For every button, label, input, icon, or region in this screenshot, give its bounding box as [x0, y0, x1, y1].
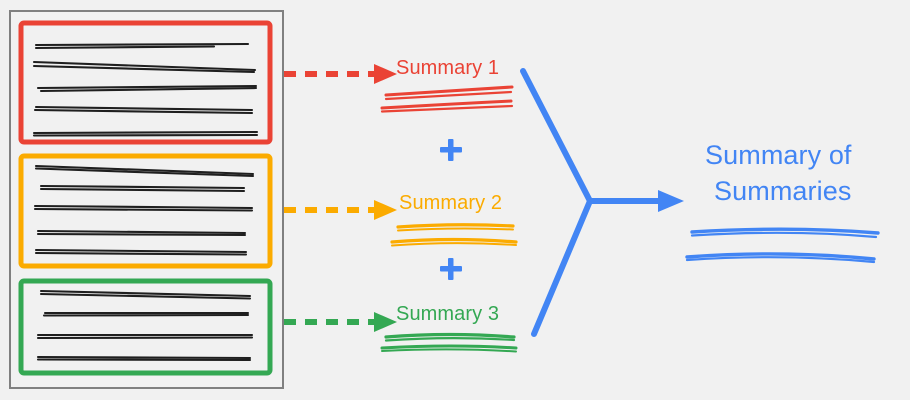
summary-2-label: Summary 2	[399, 192, 503, 214]
summary-3-label: Summary 3	[396, 303, 500, 325]
chunk-box-green[interactable]	[18, 278, 273, 376]
plus-icon-2	[440, 258, 462, 280]
summary-1-label: Summary 1	[396, 57, 500, 79]
summary-1-squiggles	[380, 85, 514, 113]
summary-3-squiggles	[380, 332, 518, 353]
dashed-arrow-red	[284, 64, 397, 84]
chunk-box-red[interactable]	[18, 20, 273, 145]
summary-2-squiggles	[390, 223, 518, 247]
final-summary-squiggles	[685, 227, 880, 264]
chunk-red-text-lines	[32, 42, 259, 137]
chunk-border-green	[18, 278, 273, 376]
final-summary-title-line2: Summaries	[714, 176, 852, 206]
chunk-border-red	[18, 20, 273, 145]
chunk-box-yellow[interactable]	[18, 153, 273, 269]
dashed-arrow-yellow	[284, 200, 397, 220]
merge-arrowhead	[658, 190, 684, 212]
plus-icon-1	[440, 139, 462, 161]
source-document-container	[9, 10, 284, 389]
chunk-yellow-text-lines	[33, 164, 255, 256]
chunk-border-yellow	[18, 153, 273, 269]
merge-connector-blue	[520, 68, 663, 337]
chunk-green-text-lines	[36, 289, 254, 362]
final-summary-title-line1: Summary of	[705, 140, 852, 170]
dashed-arrow-green	[284, 312, 397, 332]
